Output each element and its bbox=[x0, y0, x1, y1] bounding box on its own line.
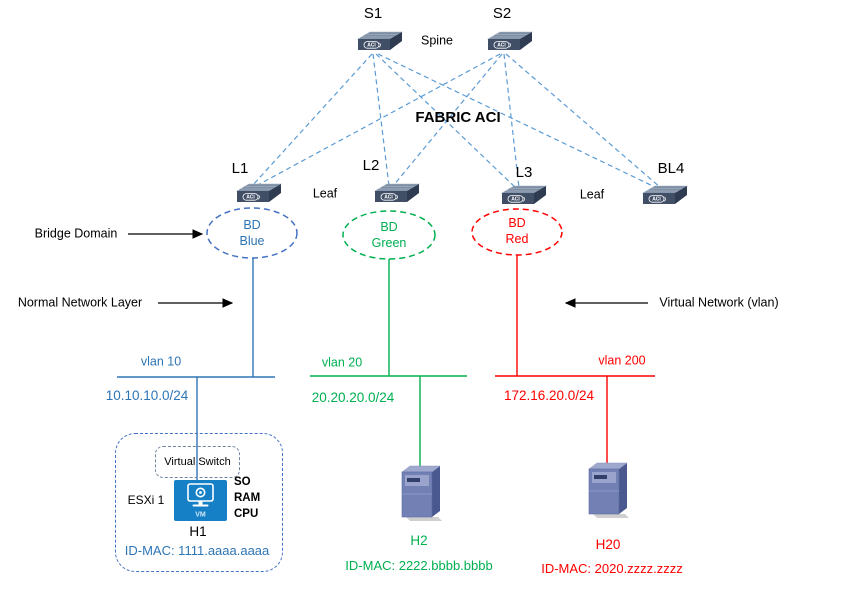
normal-network-layer-annotation: Normal Network Layer bbox=[17, 295, 143, 310]
leaf-switch-l1-icon bbox=[236, 183, 282, 203]
host-h20-name: H20 bbox=[595, 536, 621, 552]
resource-ram: RAM bbox=[234, 492, 261, 504]
spine-switch-s1-icon bbox=[357, 31, 403, 51]
bd-green-ellipse bbox=[342, 210, 436, 260]
leaf-switch-l3-icon bbox=[501, 185, 547, 205]
fabric-links bbox=[251, 53, 662, 189]
spine-s2-label: S2 bbox=[492, 5, 512, 22]
virtual-switch-box: Virtual Switch bbox=[155, 446, 240, 478]
vlan20-network-lines bbox=[310, 259, 467, 470]
leaf-l1-label: L1 bbox=[231, 160, 249, 177]
annotation-arrows bbox=[128, 229, 648, 308]
bd-blue-ellipse bbox=[206, 207, 298, 259]
vm-icon: VM bbox=[174, 480, 227, 521]
bd-green-line2: Green bbox=[371, 236, 407, 250]
subnet10-label: 10.10.10.0/24 bbox=[105, 387, 189, 403]
bridge-domain-annotation: Bridge Domain bbox=[34, 226, 118, 241]
host-resources: SO RAM CPU bbox=[234, 474, 260, 522]
server-h20-icon bbox=[588, 462, 630, 519]
host-h1-idmac: ID-MAC: 1111.aaaa.aaaa bbox=[124, 543, 270, 559]
spine-s1-label: S1 bbox=[363, 5, 383, 22]
bd-green-label: BD Green bbox=[372, 219, 407, 252]
leaf-section-label-left: Leaf bbox=[312, 186, 338, 201]
leaf-switch-l2-icon bbox=[374, 183, 420, 203]
subnet200-label: 172.16.20.0/24 bbox=[503, 387, 595, 403]
vlan200-label: vlan 200 bbox=[598, 353, 646, 368]
leaf-l3-label: L3 bbox=[515, 164, 533, 181]
vlan10-label: vlan 10 bbox=[140, 354, 182, 369]
subnet20-label: 20.20.20.0/24 bbox=[311, 389, 395, 405]
bd-red-line1: BD bbox=[508, 215, 526, 230]
host-h2-idmac: ID-MAC: 2222.bbbb.bbbb bbox=[345, 558, 493, 574]
vlan20-label: vlan 20 bbox=[321, 355, 363, 370]
host-h1-name: H1 bbox=[189, 523, 207, 539]
vlan200-network-lines bbox=[495, 255, 655, 468]
host-h2-name: H2 bbox=[410, 532, 428, 548]
fabric-title: FABRIC ACI bbox=[415, 109, 501, 126]
leaf-section-label-right: Leaf bbox=[579, 187, 605, 202]
host-h20-idmac: ID-MAC: 2020.zzzz.zzzz bbox=[541, 561, 683, 577]
virtual-switch-label: Virtual Switch bbox=[164, 456, 231, 468]
spine-section-label: Spine bbox=[421, 33, 453, 48]
esxi-label: ESXi 1 bbox=[127, 492, 165, 507]
vlan10-network-lines bbox=[117, 258, 275, 480]
bd-red-label: BD Red bbox=[506, 215, 529, 248]
spine-switch-s2-icon bbox=[487, 31, 533, 51]
bd-green-line1: BD bbox=[380, 219, 398, 234]
bd-blue-line1: BD bbox=[243, 217, 261, 232]
bd-blue-label: BD Blue bbox=[239, 217, 264, 250]
server-h2-icon bbox=[401, 465, 443, 522]
leaf-bl4-label: BL4 bbox=[657, 160, 685, 177]
bd-blue-line2: Blue bbox=[239, 234, 265, 248]
resource-so: SO bbox=[234, 476, 251, 488]
vm-icon-label: VM bbox=[195, 512, 206, 519]
virtual-network-annotation: Virtual Network (vlan) bbox=[659, 295, 779, 310]
bd-red-line2: Red bbox=[505, 232, 529, 246]
host-h1-container bbox=[115, 433, 283, 572]
resource-cpu: CPU bbox=[234, 508, 259, 520]
leaf-switch-bl4-icon bbox=[642, 185, 688, 205]
leaf-l2-label: L2 bbox=[362, 157, 380, 174]
